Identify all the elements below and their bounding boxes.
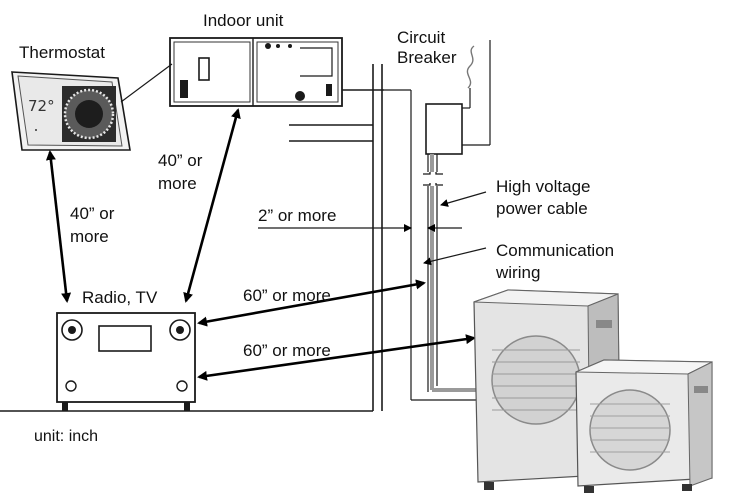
high-voltage-label-line2: power cable xyxy=(496,199,588,218)
thermostat-icon: 72° xyxy=(11,71,131,151)
indoor-unit-label: Indoor unit xyxy=(203,11,284,30)
unit-label: unit: inch xyxy=(34,428,98,445)
dist-60-upper-label: 60” or more xyxy=(243,286,331,305)
arrow-60-upper xyxy=(197,279,426,327)
communication-label-line2: wiring xyxy=(495,263,540,282)
dist-indoor-radio-line1: 40” or xyxy=(158,151,203,170)
dist-thermostat-radio-line2: more xyxy=(70,227,109,246)
communication-pointer xyxy=(423,247,487,266)
dist-indoor-radio-line2: more xyxy=(158,174,197,193)
circuit-breaker-label-line1: Circuit xyxy=(397,28,445,47)
dist-60-lower-label: 60” or more xyxy=(243,341,331,360)
outdoor-unit-icon xyxy=(473,289,713,493)
radio-tv-label: Radio, TV xyxy=(82,288,158,307)
thermostat-to-indoor-wire xyxy=(120,63,173,103)
circuit-breaker-label-line2: Breaker xyxy=(397,48,457,67)
high-voltage-pointer xyxy=(440,191,487,207)
dist-thermostat-radio-line1: 40” or xyxy=(70,204,115,223)
thermostat-label: Thermostat xyxy=(19,43,105,62)
thermostat-display: 72° xyxy=(28,97,55,115)
circuit-breaker-icon xyxy=(425,40,491,155)
communication-label-line1: Communication xyxy=(496,241,614,260)
arrow-thermostat-radio xyxy=(45,150,72,303)
indoor-unit-icon xyxy=(169,37,384,107)
radio-tv-icon xyxy=(56,312,196,411)
arrow-60-lower xyxy=(197,334,476,381)
arrow-indoor-radio xyxy=(183,108,241,303)
high-voltage-label-line1: High voltage xyxy=(496,177,591,196)
dim-2in-label: 2” or more xyxy=(258,206,336,225)
